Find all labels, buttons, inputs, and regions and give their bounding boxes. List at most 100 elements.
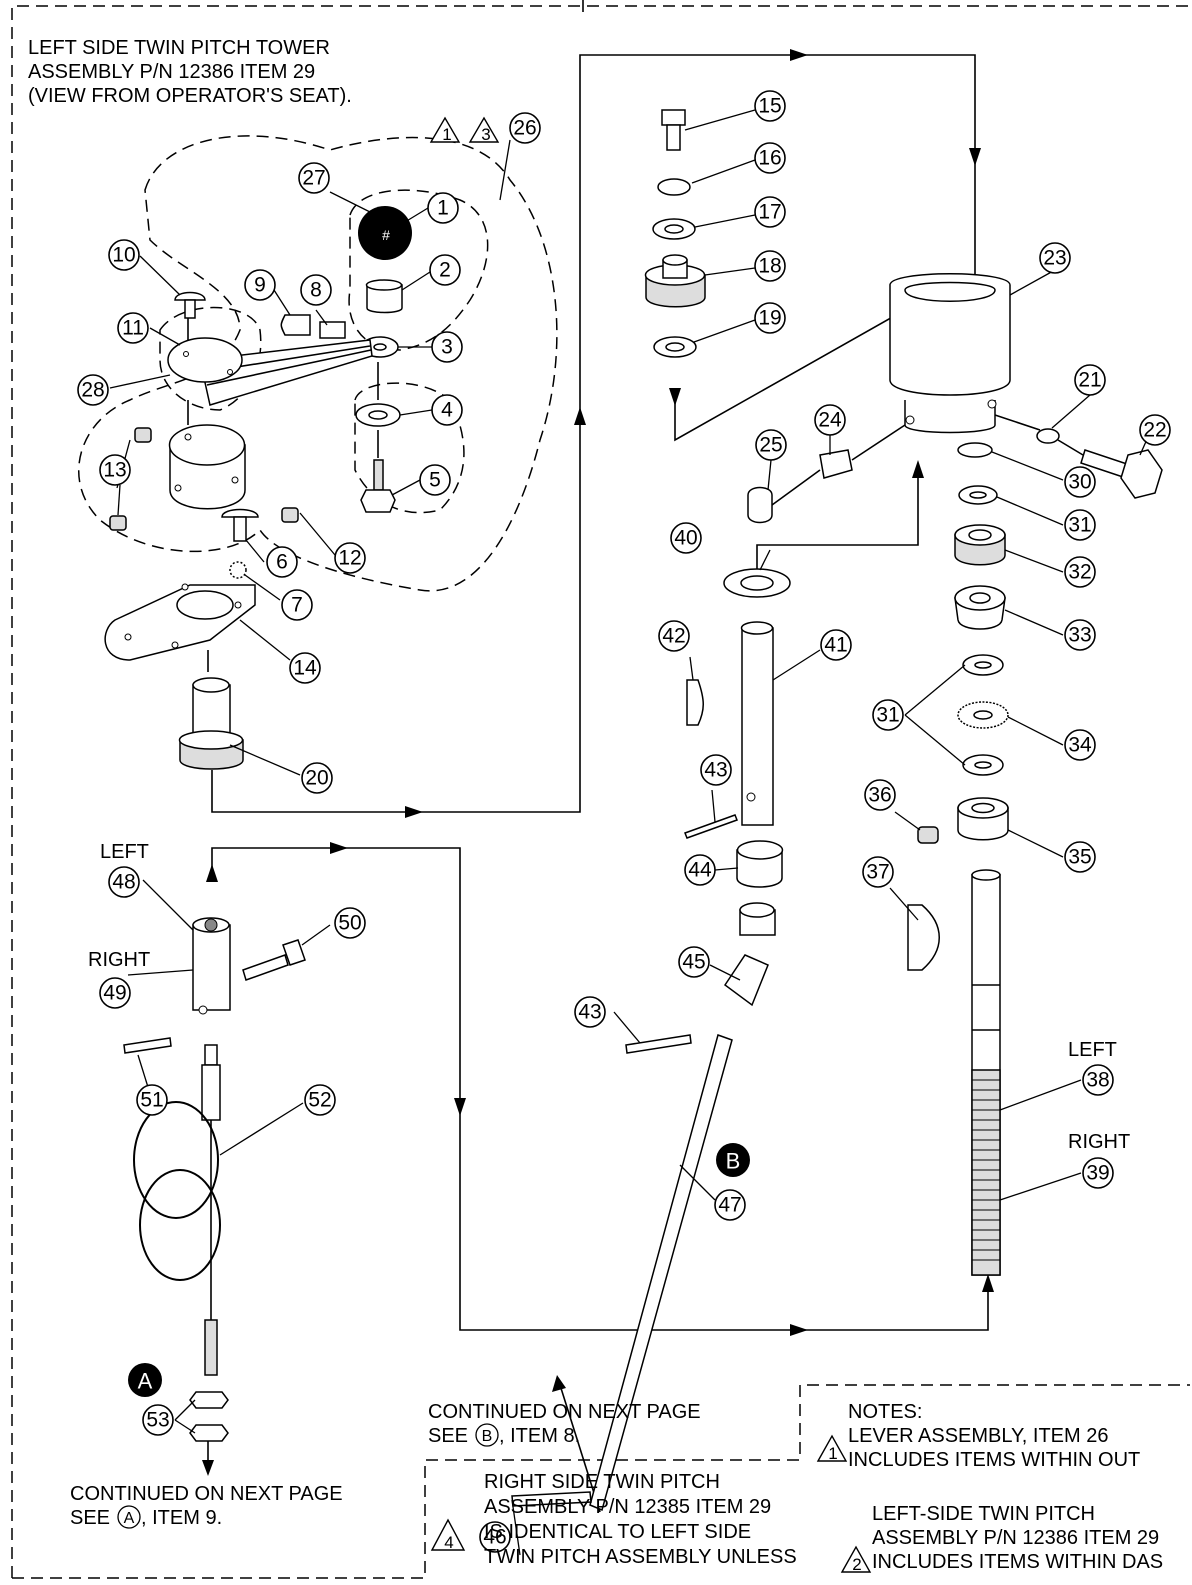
key-part-42	[686, 679, 704, 726]
svg-text:7: 7	[291, 594, 303, 617]
svg-text:14: 14	[293, 657, 317, 680]
label-left-48: LEFT	[100, 841, 149, 863]
flag-note-3: 3	[481, 125, 490, 144]
reference-marker-a: A	[128, 1363, 162, 1397]
svg-text:INCLUDES ITEMS WITHIN DAS: INCLUDES ITEMS WITHIN DAS	[872, 1551, 1163, 1573]
fitting-part-9	[280, 314, 311, 336]
callout-10: 10	[108, 239, 140, 271]
svg-text:1: 1	[828, 1444, 837, 1463]
tube-part-48	[192, 924, 231, 1011]
callout-51: 51	[136, 1084, 168, 1116]
svg-text:IS IDENTICAL TO LEFT SIDE: IS IDENTICAL TO LEFT SIDE	[484, 1521, 751, 1543]
svg-text:37: 37	[866, 861, 889, 884]
svg-text:1: 1	[437, 197, 449, 220]
svg-text:A: A	[138, 1369, 153, 1394]
svg-text:22: 22	[1143, 419, 1166, 442]
callout-47: 47	[714, 1189, 746, 1221]
svg-text:20: 20	[305, 767, 328, 790]
svg-text:36: 36	[868, 784, 891, 807]
lockwasher-part-16	[657, 178, 691, 196]
svg-text:4: 4	[441, 399, 453, 422]
shaft-part-41	[741, 627, 774, 826]
callout-53: 53	[142, 1404, 174, 1436]
svg-text:40: 40	[674, 527, 697, 550]
tower-housing	[747, 273, 1163, 1276]
svg-text:43: 43	[578, 1001, 601, 1024]
fitting-part-24	[819, 449, 853, 479]
housing-part-23	[889, 273, 1011, 396]
svg-text:43: 43	[704, 759, 727, 782]
callout-20: 20	[301, 762, 333, 794]
callout-17: 17	[754, 196, 786, 228]
lockwasher-part-21	[1036, 428, 1060, 444]
callout-50: 50	[334, 907, 366, 939]
fitting-part-8	[319, 321, 346, 339]
callout-24: 24	[814, 404, 846, 436]
callout-19: 19	[754, 302, 786, 334]
callout-8: 8	[300, 274, 332, 306]
cable-end-52	[204, 1044, 218, 1066]
title-line-2: ASSEMBLY P/N 12386 ITEM 29	[28, 61, 315, 83]
callout-44: 44	[684, 854, 716, 886]
callout-4: 4	[431, 394, 463, 426]
svg-text:B: B	[482, 1428, 493, 1445]
snapring-part-30	[957, 442, 993, 458]
svg-text:9: 9	[254, 274, 266, 297]
label-right-49: RIGHT	[88, 949, 150, 971]
svg-text:6: 6	[276, 551, 288, 574]
callout-9: 9	[244, 269, 276, 301]
cover-part-11	[167, 337, 243, 383]
svg-text:33: 33	[1068, 624, 1091, 647]
setscrew-part-36	[917, 826, 939, 844]
callout-22: 22	[1139, 414, 1171, 446]
callout-52: 52	[304, 1084, 336, 1116]
svg-text:4: 4	[444, 1533, 453, 1552]
svg-text:53: 53	[146, 1409, 169, 1432]
svg-text:B: B	[726, 1149, 741, 1174]
nut-part-53a	[189, 1391, 229, 1409]
key-part-37	[907, 904, 940, 971]
callout-7: 7	[281, 589, 313, 621]
knob-part-1	[358, 206, 412, 260]
svg-text:18: 18	[758, 255, 781, 278]
callout-12: 12	[334, 542, 366, 574]
callout-5: 5	[419, 464, 451, 496]
callout-13: 13	[99, 454, 131, 486]
callouts: 1 2 3 4 5 6 7 8 9 10 11 12 13 14 15 16 1…	[77, 90, 1171, 1553]
setscrew-12	[281, 507, 299, 523]
callout-21: 21	[1074, 364, 1106, 396]
svg-text:21: 21	[1078, 369, 1101, 392]
svg-text:SEE: SEE	[70, 1507, 110, 1529]
note-4-block: 4 RIGHT SIDE TWIN PITCH ASSEMBLY P/N 123…	[430, 1471, 797, 1568]
notes-header: NOTES:	[848, 1401, 922, 1423]
svg-text:5: 5	[429, 469, 441, 492]
callout-48: 48	[108, 866, 140, 898]
lockwasher-part-7	[229, 561, 247, 579]
callout-30: 30	[1064, 466, 1096, 498]
svg-text:39: 39	[1086, 1162, 1109, 1185]
lever-arm	[199, 339, 373, 406]
screw-part-5	[373, 459, 384, 491]
callout-35: 35	[1064, 841, 1096, 873]
callout-31a: 31	[1064, 509, 1096, 541]
svg-text:34: 34	[1068, 734, 1092, 757]
cable-assembly	[123, 917, 306, 1442]
svg-text:44: 44	[688, 859, 712, 882]
collar-part-44	[736, 849, 783, 888]
bushing-part-2	[366, 284, 403, 314]
shaft-part-47	[589, 1034, 733, 1512]
svg-text:LEVER ASSEMBLY, ITEM 26: LEVER ASSEMBLY, ITEM 26	[848, 1425, 1109, 1447]
pin-part-51	[123, 1037, 172, 1054]
callout-32: 32	[1064, 556, 1096, 588]
callout-1: 1	[427, 192, 459, 224]
svg-text:ASSEMBLY P/N 12386 ITEM 29: ASSEMBLY P/N 12386 ITEM 29	[872, 1527, 1159, 1549]
flow-lines	[202, 49, 994, 1513]
svg-text:48: 48	[112, 871, 135, 894]
svg-text:16: 16	[758, 147, 781, 170]
callout-40: 40	[670, 522, 702, 554]
svg-text:51: 51	[140, 1089, 163, 1112]
nut-part-53b	[189, 1424, 229, 1442]
pin-part-43b	[625, 1034, 692, 1054]
side-labels: LEFT RIGHT LEFT RIGHT	[88, 841, 1130, 1153]
setscrew-13b	[109, 515, 127, 531]
